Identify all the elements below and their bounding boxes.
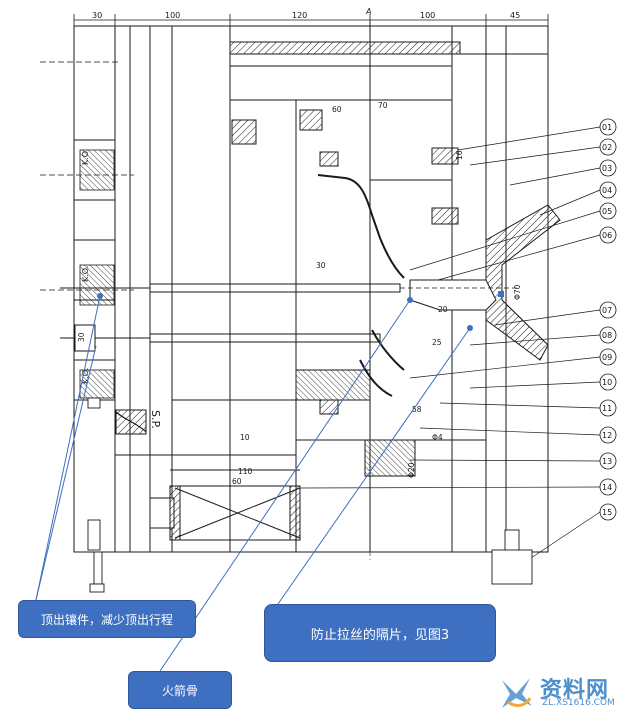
bubble-06: 06 — [602, 231, 612, 240]
label-ko-2: K.O. — [81, 266, 90, 282]
callout-anti-stringing-text: 防止拉丝的隔片，见图3 — [310, 627, 450, 643]
callout-markers — [97, 291, 504, 331]
top-clamp-plate — [229, 41, 461, 55]
bubble-10: 10 — [602, 378, 612, 387]
ejector-knockout-holes — [40, 61, 134, 399]
bubble-02: 02 — [602, 143, 612, 152]
dim-top-4: 100 — [420, 11, 435, 20]
dim-top-5: 45 — [510, 11, 520, 20]
bubble-15: 15 — [602, 508, 612, 517]
watermark-main-text: 资料网 — [540, 678, 610, 703]
callout-rocket-rib: 火箭骨 — [128, 671, 232, 709]
cavity-inserts — [115, 109, 459, 477]
dim-16: 16 — [455, 150, 464, 160]
bubble-13: 13 — [602, 457, 612, 466]
callout-ejector-insert-text: 顶出镶件，减少顶出行程 — [40, 612, 173, 627]
bubble-04: 04 — [602, 186, 612, 195]
dim-30-left: 30 — [77, 332, 86, 342]
dim-phi4: Φ4 — [432, 433, 443, 442]
label-ko-3: K.O. — [81, 368, 90, 384]
sprue-bushing — [400, 204, 561, 361]
leader-lines — [299, 126, 601, 561]
dim-phi70: Φ70 — [513, 284, 522, 300]
dim-top-1: 30 — [92, 11, 102, 20]
dim-phi20: Φ20 — [407, 462, 416, 478]
dim-70: 70 — [378, 101, 388, 110]
dim-top-2: 100 — [165, 11, 180, 20]
bubble-08: 08 — [602, 331, 612, 340]
dim-60: 60 — [332, 105, 342, 114]
dim-60-bottom: 60 — [232, 477, 242, 486]
dim-110: 110 — [238, 467, 253, 476]
bubble-12: 12 — [602, 431, 612, 440]
dim-top-3: 120 — [292, 11, 307, 20]
dim-58: 58 — [412, 405, 422, 414]
bubble-01: 01 — [602, 123, 612, 132]
label-sp: S.P. — [149, 410, 162, 429]
center-mark: A — [365, 7, 371, 16]
label-ko-1: K.O. — [81, 149, 90, 165]
bubble-03: 03 — [602, 164, 612, 173]
watermark-logo: 资料网 ZL.XS1616.COM — [496, 672, 626, 714]
callout-anti-stringing: 防止拉丝的隔片，见图3 — [264, 604, 496, 662]
callout-ejector-insert: 顶出镶件，减少顶出行程 — [18, 600, 196, 638]
dim-25: 25 — [432, 338, 442, 347]
bubble-14: 14 — [602, 483, 612, 492]
bubble-11: 11 — [602, 404, 612, 413]
watermark-emblem-icon — [502, 678, 532, 708]
dim-30: 30 — [316, 261, 326, 270]
dim-20: 20 — [438, 305, 448, 314]
cooling-channel — [317, 174, 405, 397]
callout-leaders — [35, 295, 471, 672]
callout-rocket-rib-text: 火箭骨 — [161, 683, 198, 698]
dim-10: 10 — [240, 433, 250, 442]
bubble-09: 09 — [602, 353, 612, 362]
part-number-bubbles: 01 02 03 04 05 06 07 08 09 10 11 12 13 1… — [599, 118, 617, 521]
clamp-bolts — [87, 397, 533, 593]
bubble-05: 05 — [602, 207, 612, 216]
bubble-07: 07 — [602, 306, 612, 315]
ejector-plate-assembly — [115, 411, 301, 541]
watermark-sub-text: ZL.XS1616.COM — [542, 698, 615, 708]
